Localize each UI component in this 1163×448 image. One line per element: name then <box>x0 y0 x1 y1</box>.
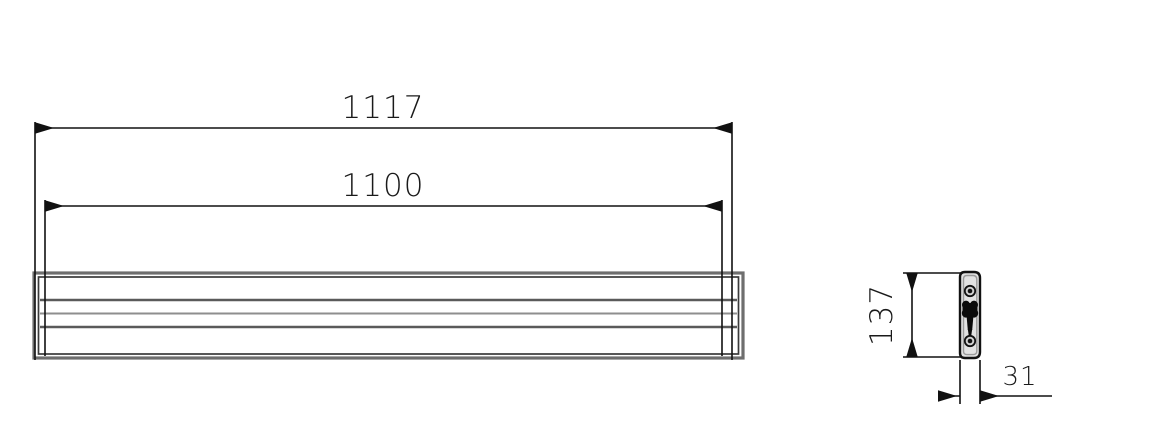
shelf-body-outline <box>32 271 745 360</box>
shelf-body-inner-outline <box>37 276 740 355</box>
dim-label-31: 31 <box>1002 362 1037 392</box>
screw-hole-top-center <box>967 288 973 294</box>
keyhole-slot <box>961 300 979 336</box>
bracket-plate-inner-edge <box>962 274 978 356</box>
side-view-bracket-group <box>958 270 982 360</box>
dim-label-1117: 1117 <box>342 90 425 126</box>
extension-lines-group <box>34 122 733 360</box>
dimension-bracket-height: 137 <box>864 272 962 358</box>
dim-label-1100: 1100 <box>342 168 425 204</box>
dimension-inner-length: 1100 <box>45 168 722 212</box>
dimension-overall-length: 1117 <box>35 90 732 134</box>
front-view-group <box>32 271 745 360</box>
screw-hole-bottom-center <box>967 338 973 344</box>
dim-label-137: 137 <box>864 284 900 346</box>
dimension-bracket-width: 31 <box>938 360 1052 404</box>
